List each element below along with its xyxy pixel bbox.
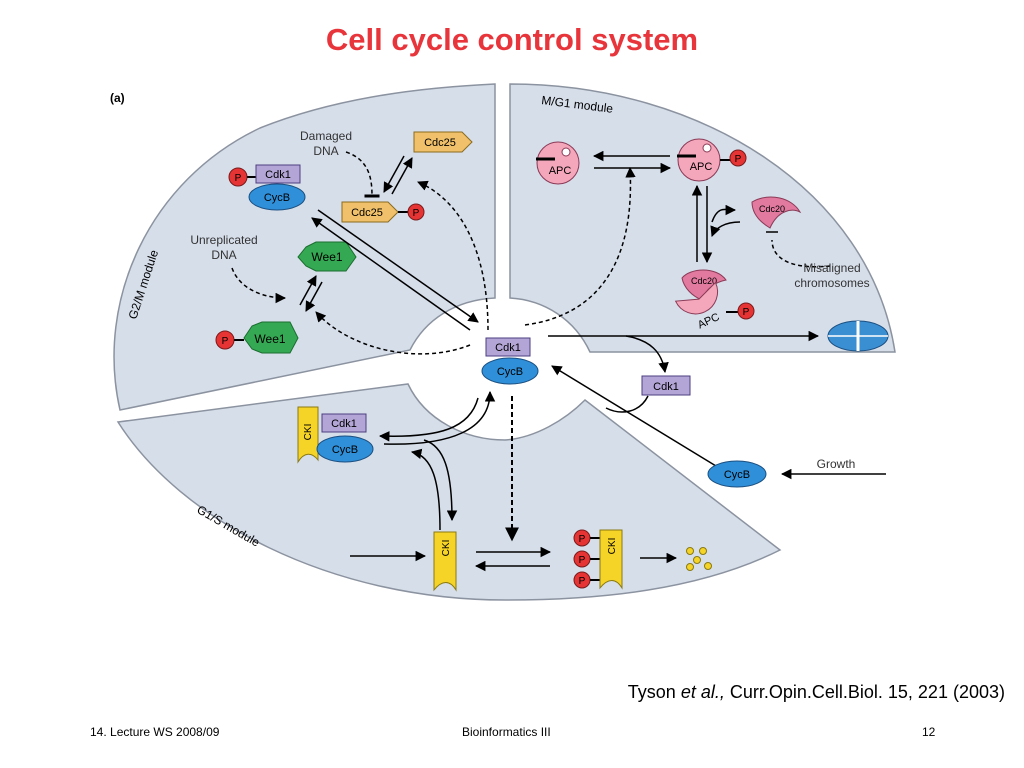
citation-reference: Curr.Opin.Cell.Biol. 15, 221 (2003) xyxy=(724,682,1005,702)
cdk1-label: Cdk1 xyxy=(265,169,291,181)
cdc25-label: Cdc25 xyxy=(351,207,383,219)
wee1-phosphorylated: P Wee1 xyxy=(215,321,299,354)
degraded-fragments xyxy=(686,547,712,571)
panel-label: (a) xyxy=(110,91,125,105)
cdk1-cycb-p-complex: P Cdk1 CycB xyxy=(228,164,306,211)
wee1-label: Wee1 xyxy=(254,332,285,346)
cycb-label: CycB xyxy=(264,192,290,204)
phosphate-label: P xyxy=(579,555,586,566)
citation: Tyson et al., Curr.Opin.Cell.Biol. 15, 2… xyxy=(560,682,1005,703)
phosphate-label: P xyxy=(735,154,742,165)
unreplicated-dna-label-1: Unreplicated xyxy=(190,233,257,247)
g2m-module xyxy=(113,83,496,411)
central-cdk1-cycb: Cdk1 CycB xyxy=(481,337,539,385)
mg1-module xyxy=(509,83,896,353)
dividing-cell xyxy=(827,320,889,352)
growth-label: Growth xyxy=(817,457,856,471)
phosphate-label: P xyxy=(413,208,420,219)
phosphate-label: P xyxy=(235,173,242,184)
cki-label: CKI xyxy=(607,538,618,555)
cdk1-label: Cdk1 xyxy=(495,342,521,354)
cdc20-label: Cdc20 xyxy=(759,204,785,214)
wee1-active: Wee1 xyxy=(297,241,357,272)
cycb-label: CycB xyxy=(332,444,358,456)
citation-authors: Tyson xyxy=(627,682,681,702)
cki-free: CKI xyxy=(433,531,457,592)
apc-phosphorylated: APC P xyxy=(677,138,747,182)
slide-title: Cell cycle control system xyxy=(325,22,699,57)
footer-lecture: 14. Lecture WS 2008/09 xyxy=(90,725,220,739)
cki-phosphorylated: P P P CKI xyxy=(573,529,623,590)
cdc20-label: Cdc20 xyxy=(691,276,717,286)
phosphate-label: P xyxy=(579,534,586,545)
cdk1-label: Cdk1 xyxy=(653,381,679,393)
misaligned-label-1: Misaligned xyxy=(803,261,860,275)
cdc25-active: Cdc25 xyxy=(413,131,473,153)
cdc25-phosphorylated: Cdc25 P xyxy=(341,201,425,223)
cell-cycle-diagram: (a) G2/M module M/G1 module G1/S module … xyxy=(110,83,896,601)
phosphate-label: P xyxy=(743,307,750,318)
apc-label: APC xyxy=(549,165,572,177)
free-cycb: CycB xyxy=(707,460,767,488)
misaligned-label-2: chromosomes xyxy=(794,276,869,290)
unreplicated-dna-label-2: DNA xyxy=(211,248,236,262)
cdk1-label: Cdk1 xyxy=(331,418,357,430)
cdc25-label: Cdc25 xyxy=(424,137,456,149)
citation-etal: et al., xyxy=(680,682,725,702)
footer-course: Bioinformatics III xyxy=(462,725,551,739)
cycb-label: CycB xyxy=(724,469,750,481)
damaged-dna-label-1: Damaged xyxy=(300,129,352,143)
free-cdk1: Cdk1 xyxy=(641,375,691,396)
cycb-label: CycB xyxy=(497,366,523,378)
apc-inactive: APC xyxy=(536,141,580,185)
phosphate-label: P xyxy=(579,576,586,587)
apc-label: APC xyxy=(690,161,713,173)
damaged-dna-label-2: DNA xyxy=(313,144,338,158)
cki-label: CKI xyxy=(441,540,452,557)
cdc20-free: Cdc20 xyxy=(751,196,802,229)
phosphate-label: P xyxy=(222,336,229,347)
cki-label: CKI xyxy=(303,424,314,441)
cki-cdk1-cycb-complex: CKI Cdk1 CycB xyxy=(297,406,374,464)
wee1-label: Wee1 xyxy=(311,250,342,264)
footer-page-number: 12 xyxy=(922,725,936,739)
